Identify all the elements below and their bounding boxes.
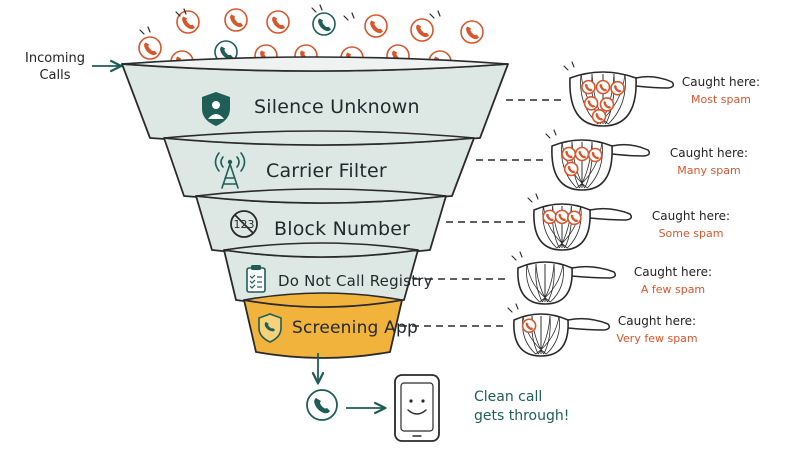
incoming-call-icon-8 [138, 36, 162, 60]
dashed-connectors [400, 99, 566, 327]
cell-tower-icon [214, 152, 246, 189]
caught-note-4: A few spam [640, 283, 706, 296]
caught-note-1: Most spam [691, 93, 751, 106]
incoming-call-icon-7 [460, 20, 484, 44]
net-1 [563, 61, 675, 127]
incoming-call-icon-5 [364, 14, 388, 38]
clean-label-line-1: Clean call [474, 389, 543, 405]
blocked-number-icon: 123 [230, 210, 258, 238]
caught-call-icon-5-1 [521, 318, 537, 334]
caught-call-icon-1-2 [595, 79, 611, 95]
shield-phone-icon [258, 313, 282, 343]
incoming-label-line-2: Calls [39, 68, 71, 83]
incoming-label-line-1: Incoming [25, 51, 85, 66]
funnel-band-4 [223, 242, 419, 307]
caught-title-3: Caught here: [651, 209, 731, 223]
stage-icons: 123 [202, 92, 282, 343]
caught-call-icon-1-3 [610, 80, 625, 96]
net-3 [527, 193, 633, 251]
caught-note-5: Very few spam [616, 332, 698, 345]
caught-call-icon-1-6 [591, 108, 607, 124]
clean-label-line-2: gets through! [474, 408, 570, 424]
incoming-call-icon-6 [410, 18, 434, 42]
funnel-bands [121, 56, 509, 359]
incoming-call-icon-2 [224, 8, 248, 32]
caught-title-1: Caught here: [681, 75, 761, 89]
incoming-calls-label: Incoming Calls [20, 50, 90, 84]
motion-tick-1 [139, 26, 151, 35]
net-4 [511, 251, 617, 305]
caught-call-icon-2-1 [561, 146, 577, 162]
stage-label-carrier-filter: Carrier Filter [266, 160, 387, 182]
caught-call-icon-2-2 [574, 146, 590, 162]
incoming-call-icon-1 [176, 10, 200, 34]
clean-call-icon [306, 389, 338, 421]
net-2 [545, 129, 651, 191]
stage-label-block-number: Block Number [274, 218, 411, 240]
incoming-call-icon-4 [312, 12, 336, 36]
stage-label-screening-app: Screening App [292, 318, 418, 338]
caught-call-icon-2-4 [563, 161, 579, 177]
clipboard-list-icon [246, 265, 266, 293]
caught-call-icon-3-2 [554, 209, 570, 225]
caught-call-icon-1-5 [599, 97, 615, 112]
stage-label-silence-unknown: Silence Unknown [254, 96, 420, 118]
clean-call-label: Clean call gets through! [474, 388, 569, 426]
nets-group [507, 61, 675, 357]
motion-tick-5 [429, 10, 441, 19]
caught-note-2: Many spam [677, 164, 741, 177]
caught-call-icon-2-3 [587, 147, 603, 163]
caught-call-icon-3-3 [567, 210, 582, 226]
motion-tick-3 [311, 4, 323, 13]
funnel-band-5 [243, 292, 403, 359]
incoming-call-icon-3 [266, 10, 290, 34]
caught-note-3: Some spam [658, 227, 724, 240]
shield-person-icon [202, 92, 230, 126]
smiling-phone-icon [394, 374, 440, 442]
net-5 [507, 303, 611, 357]
caught-title-2: Caught here: [669, 146, 749, 160]
stage-label-do-not-call: Do Not Call Registry [278, 272, 433, 290]
caught-title-5: Caught here: [617, 314, 697, 328]
motion-tick-4 [343, 12, 355, 21]
caught-title-4: Caught here: [633, 265, 713, 279]
caught-call-icon-1-4 [583, 96, 599, 111]
caught-call-icon-3-1 [542, 209, 557, 225]
caught-call-icon-1-1 [581, 79, 596, 95]
motion-tick-2 [175, 8, 187, 17]
